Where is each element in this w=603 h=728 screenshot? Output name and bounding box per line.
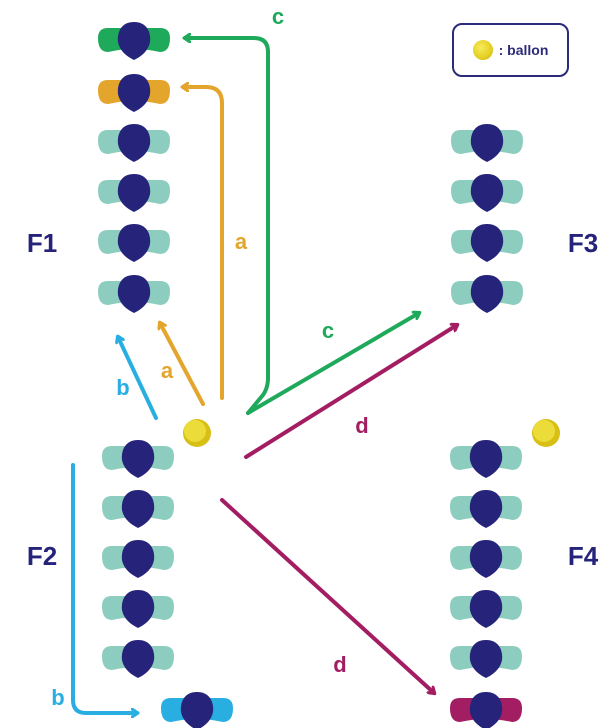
- arrow-label-d-right: d: [355, 413, 368, 438]
- arrow-a-long: [183, 87, 224, 400]
- ball-icon: [532, 419, 560, 447]
- arrow-d-bottom: [220, 498, 434, 693]
- player-f1: [98, 124, 170, 162]
- player-f4: [450, 490, 522, 528]
- arrow-c-top: [185, 38, 270, 415]
- player-f3: [451, 174, 523, 212]
- player-f1: [98, 275, 170, 313]
- player-f2-blue: [161, 692, 233, 728]
- player-f4: [450, 640, 522, 678]
- legend-box: : ballon: [452, 23, 569, 77]
- player-f4: [450, 590, 522, 628]
- player-f3: [451, 275, 523, 313]
- arrow-label-a-short: a: [161, 358, 174, 383]
- player-f4: [450, 440, 522, 478]
- player-f4: [450, 540, 522, 578]
- arrow-b-short: [118, 337, 158, 420]
- arrow-label-c-right: c: [322, 318, 334, 343]
- arrow-label-c-top: c: [272, 4, 284, 29]
- player-f1-orange: [98, 74, 170, 112]
- arrow-c-right: [246, 313, 419, 415]
- arrow-a-short: [160, 323, 205, 406]
- player-f1: [98, 174, 170, 212]
- player-f1: [98, 224, 170, 262]
- group-label-f1: F1: [27, 228, 57, 258]
- arrow-b-long: [71, 463, 137, 713]
- legend-text: : ballon: [498, 42, 549, 58]
- arrow-label-b-long: b: [51, 685, 64, 710]
- player-f2: [102, 440, 174, 478]
- group-label-f3: F3: [568, 228, 598, 258]
- player-f2: [102, 590, 174, 628]
- arrow-label-d-bottom: d: [333, 652, 346, 677]
- group-label-f4: F4: [568, 541, 599, 571]
- player-f4-magenta: [450, 692, 522, 728]
- arrow-label-a-long: a: [235, 229, 248, 254]
- player-f1-green: [98, 22, 170, 60]
- player-f3: [451, 124, 523, 162]
- player-f2: [102, 540, 174, 578]
- players-layer: [98, 22, 523, 728]
- player-f3: [451, 224, 523, 262]
- group-label-f2: F2: [27, 541, 57, 571]
- arrow-label-b-short: b: [116, 375, 129, 400]
- arrow-d-right: [244, 325, 457, 459]
- player-f2: [102, 640, 174, 678]
- player-f2: [102, 490, 174, 528]
- ball-icon: [472, 40, 493, 60]
- ball-icon: [183, 419, 211, 447]
